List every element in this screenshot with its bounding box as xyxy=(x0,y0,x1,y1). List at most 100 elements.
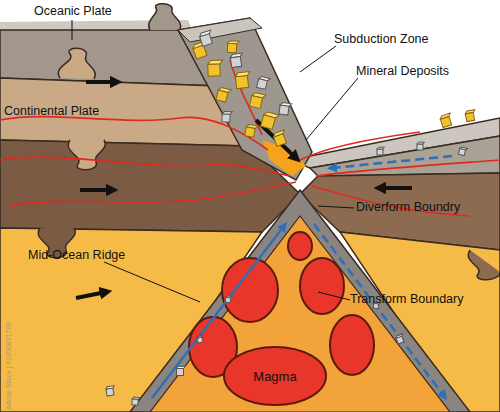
mineral-cube xyxy=(465,110,477,122)
leader-line xyxy=(104,262,200,302)
part-label: Mid-Ocean Ridge xyxy=(28,248,125,262)
puzzle-knob xyxy=(149,4,181,30)
cube-face xyxy=(235,75,248,88)
cube-top xyxy=(465,110,475,114)
puzzle-knob xyxy=(58,48,95,79)
mineral-cube xyxy=(377,147,385,155)
cube-top xyxy=(218,87,231,93)
cube-face xyxy=(227,43,237,53)
mineral-cube xyxy=(235,72,252,89)
mineral-cube xyxy=(396,334,406,344)
mineral-cube xyxy=(279,102,292,115)
cube-face xyxy=(177,369,184,376)
mineral-cube xyxy=(106,386,116,396)
cube-top xyxy=(252,92,266,98)
cube-top xyxy=(177,366,186,368)
leader-line xyxy=(318,292,350,300)
cube-top xyxy=(417,142,425,144)
part-label: Transform Boundary xyxy=(350,292,463,306)
cube-face xyxy=(208,64,220,76)
mineral-cube xyxy=(261,111,280,130)
vein xyxy=(0,157,290,176)
cube-top xyxy=(222,111,232,114)
magma-chamber: Magma xyxy=(222,345,328,407)
leader-line xyxy=(306,78,358,140)
motion-arrow xyxy=(86,80,116,84)
mineral-cube xyxy=(273,130,289,146)
part-label: Diverform Boundry xyxy=(356,200,460,214)
mineral-cube xyxy=(196,335,204,343)
cube-face xyxy=(377,149,383,155)
flow-arrow xyxy=(314,224,444,396)
cube-top xyxy=(235,72,250,77)
ridge-core xyxy=(150,216,450,412)
node-label: Magma xyxy=(222,345,328,407)
vein xyxy=(300,132,420,160)
part-label: Subduction Zone xyxy=(334,32,429,46)
cube-top xyxy=(259,76,271,81)
cube-top xyxy=(230,53,243,58)
part-label: Mineral Deposits xyxy=(356,64,449,78)
subducting-block xyxy=(178,18,312,180)
part-label: Continental Plate xyxy=(4,104,99,118)
motion-arrow xyxy=(76,292,106,298)
mineral-cube xyxy=(230,53,244,68)
magma-blob xyxy=(330,315,374,375)
ridge-wall xyxy=(130,190,470,412)
block-top-face xyxy=(178,18,262,42)
mineral-cube xyxy=(439,113,453,128)
flow-arrow xyxy=(332,156,452,168)
part-label: Oceanic Plate xyxy=(34,4,112,18)
mineral-cube xyxy=(177,366,186,375)
cube-top xyxy=(196,335,202,339)
cube-face xyxy=(417,144,423,150)
mineral-cube xyxy=(208,60,224,76)
cube-top xyxy=(226,295,232,298)
motion-arrow xyxy=(380,186,412,190)
cube-top xyxy=(396,334,404,338)
puzzle-knob xyxy=(68,140,105,170)
mineral-cube xyxy=(225,295,233,303)
cube-top xyxy=(246,124,258,129)
mineral-cube xyxy=(417,142,425,150)
cube-top xyxy=(460,147,468,151)
upper-plate-layer xyxy=(310,136,500,176)
cube-face xyxy=(132,399,139,406)
magma-blob xyxy=(300,258,344,314)
cube-top xyxy=(273,130,286,137)
magma-blob xyxy=(222,258,278,322)
vein xyxy=(316,160,500,176)
puzzle-knob xyxy=(468,250,500,280)
cube-face xyxy=(222,114,230,122)
magma-veins xyxy=(0,60,500,216)
watermark: Adobe Stock | #1856831709 xyxy=(2,322,16,410)
cube-top xyxy=(264,111,279,119)
leader-line xyxy=(72,20,73,40)
mineral-cube xyxy=(199,30,215,46)
cube-top xyxy=(439,113,451,119)
cube-face xyxy=(230,56,241,67)
mineral-cube xyxy=(222,111,232,122)
mineral-cube xyxy=(132,397,140,405)
mineral-cube xyxy=(458,147,467,156)
cube-top xyxy=(106,386,115,390)
leader-line xyxy=(318,206,354,208)
mineral-cube xyxy=(216,87,231,103)
cube-top xyxy=(199,30,212,37)
cube-top xyxy=(208,60,223,64)
vein xyxy=(10,182,296,205)
cube-top xyxy=(377,147,385,149)
cube-top xyxy=(280,102,292,106)
mineral-cube xyxy=(245,124,258,137)
mineral-cube xyxy=(257,76,271,90)
mineral-cube xyxy=(249,92,265,109)
mineral-cube xyxy=(227,41,239,53)
cube-top xyxy=(228,41,239,44)
leader-line xyxy=(300,46,336,72)
cube-top xyxy=(132,397,140,399)
vein xyxy=(312,186,470,216)
magma-blob xyxy=(288,232,312,260)
mineral-deposits xyxy=(106,30,477,405)
motion-arrows xyxy=(76,82,412,298)
